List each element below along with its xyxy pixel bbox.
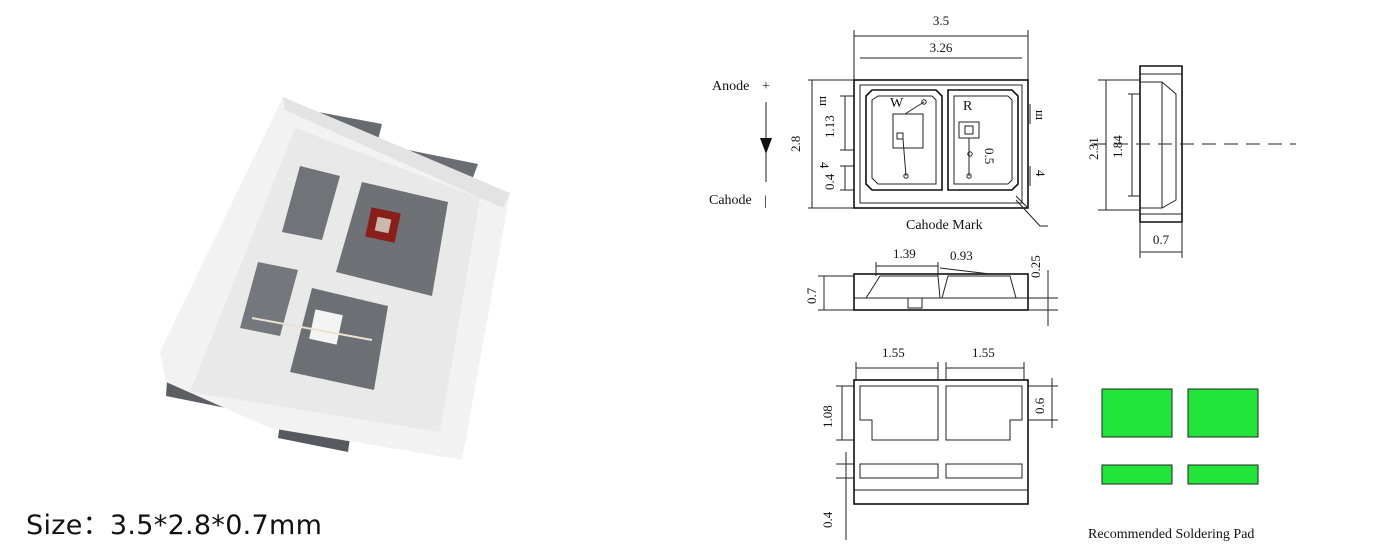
- dim-front-w1: 1.39: [893, 246, 916, 261]
- dim-side-inner: 1.84: [1110, 135, 1125, 158]
- pad-lower-right: [290, 288, 388, 390]
- red-chip-core: [374, 216, 392, 234]
- dim-width-outer: 3.5: [933, 13, 949, 28]
- cathode-label: Cahode: [709, 193, 752, 208]
- front-view: 1.39 0.93 0.25 0.7: [804, 246, 1058, 326]
- led-photo: [160, 97, 510, 460]
- cathode-sign: |: [764, 194, 767, 209]
- anode-sign: +: [762, 79, 770, 94]
- dim-width-inner: 3.26: [930, 40, 953, 55]
- dim-pad-small: 0.4: [820, 511, 835, 528]
- solder-pad-lower-right: [1187, 464, 1259, 485]
- solder-pad-upper-left: [1101, 388, 1173, 438]
- dim-upper: 1.13: [822, 115, 837, 138]
- top-view: 3.5 3.26 W R 0.5 2.8 1.1: [709, 13, 1048, 233]
- dim-height: 2.8: [788, 136, 803, 152]
- cathode-mark-label: Cahode Mark: [906, 218, 983, 233]
- dim-chip-r: 0.5: [982, 148, 997, 164]
- anode-label: Anode: [712, 79, 749, 94]
- dim-front-lens: 0.25: [1028, 255, 1043, 278]
- polarity-arrow-icon: [760, 138, 772, 154]
- pad-upper-left: [282, 166, 340, 240]
- tag-upper-left: ш: [817, 96, 832, 106]
- bottom-view: 1.55 1.55 1.08 0.6 0.4: [820, 345, 1058, 540]
- tag-lower-right: 4: [1033, 170, 1048, 177]
- chip-label-w: W: [890, 96, 904, 111]
- tag-upper-right: ш: [1033, 110, 1048, 120]
- solder-pad-upper-right: [1187, 388, 1259, 438]
- dim-pad-w1: 1.55: [882, 345, 905, 360]
- chip-label-r: R: [963, 99, 973, 114]
- white-chip: [309, 309, 343, 345]
- dim-pad-gap: 0.6: [1032, 397, 1047, 414]
- solder-label: Recommended Soldering Pad: [1088, 527, 1254, 542]
- dim-front-w2: 0.93: [950, 248, 973, 263]
- dim-pad-w2: 1.55: [972, 345, 995, 360]
- size-caption: Size：3.5*2.8*0.7mm: [26, 510, 323, 541]
- tag-lower-left: 4: [817, 162, 832, 169]
- solder-pad-lower-left: [1101, 464, 1173, 485]
- led-body-shade: [283, 97, 510, 208]
- bond-wire: [251, 317, 373, 341]
- dim-lower: 0.4: [822, 173, 837, 190]
- dim-side-height: 2.31: [1086, 137, 1101, 160]
- soldering-pad: Recommended Soldering Pad: [1088, 388, 1259, 542]
- dim-pad-h: 1.08: [820, 405, 835, 428]
- dim-front-height: 0.7: [804, 287, 819, 304]
- side-view: 2.31 1.84 0.7: [1086, 65, 1296, 258]
- dim-side-thickness: 0.7: [1153, 232, 1170, 247]
